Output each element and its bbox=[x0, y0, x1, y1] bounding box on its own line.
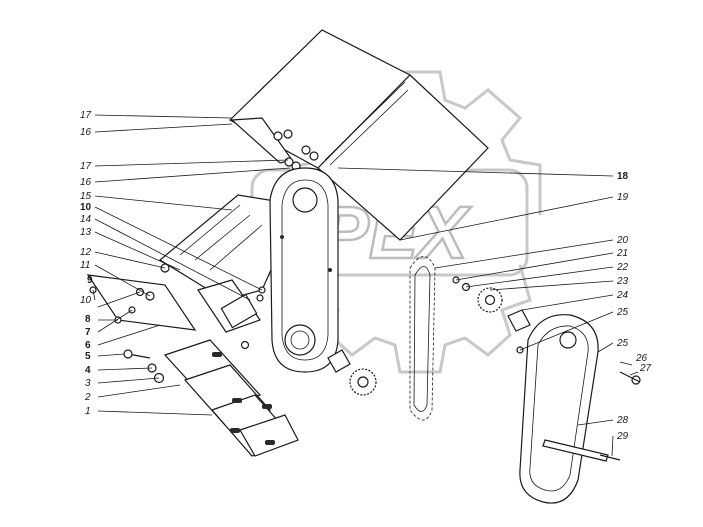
bolt bbox=[256, 294, 264, 302]
callout-18: 18 bbox=[617, 171, 629, 182]
case-hole-bottom bbox=[284, 324, 316, 356]
callout-15: 15 bbox=[80, 191, 92, 202]
callout-17-top: 17 bbox=[80, 110, 92, 121]
callout-7: 7 bbox=[85, 327, 91, 338]
slot bbox=[265, 440, 275, 445]
callout-24: 24 bbox=[616, 290, 629, 301]
right-cover-inner bbox=[529, 325, 589, 492]
callout-9: 9 bbox=[87, 275, 93, 286]
callout-10-top: 10 bbox=[80, 202, 92, 213]
callout-19: 19 bbox=[617, 192, 629, 203]
callout-16-top: 16 bbox=[80, 127, 92, 138]
drive-chain bbox=[409, 256, 436, 421]
bolt bbox=[309, 151, 319, 161]
callout-2: 2 bbox=[84, 392, 91, 403]
plate bbox=[86, 274, 197, 331]
pin-shaft bbox=[619, 371, 641, 383]
callout-23: 23 bbox=[616, 276, 629, 287]
bolt bbox=[273, 131, 283, 141]
chain-loop-outer bbox=[409, 256, 436, 421]
chain-case-right bbox=[516, 314, 641, 504]
callout-21: 21 bbox=[616, 248, 628, 259]
slot bbox=[212, 352, 222, 357]
base-brackets bbox=[163, 339, 299, 457]
callout-3: 3 bbox=[85, 378, 91, 389]
mount-plate bbox=[220, 293, 258, 329]
bolt-head bbox=[123, 349, 133, 359]
callout-8: 8 bbox=[85, 314, 91, 325]
callout-5: 5 bbox=[85, 351, 91, 362]
rod bbox=[542, 439, 609, 462]
case-hole-bottom-inner bbox=[290, 330, 310, 350]
callout-25-mid: 25 bbox=[616, 338, 629, 349]
hood-front-panel bbox=[317, 74, 489, 241]
sprocket-lower-hub bbox=[357, 376, 369, 388]
slot bbox=[262, 404, 272, 409]
rivet bbox=[280, 235, 284, 239]
callout-25-top: 25 bbox=[616, 307, 629, 318]
callout-11: 11 bbox=[80, 260, 90, 271]
callout-4: 4 bbox=[85, 365, 91, 376]
callout-27: 27 bbox=[639, 363, 652, 374]
bushing bbox=[327, 349, 351, 373]
callout-1: 1 bbox=[85, 406, 91, 417]
callout-26: 26 bbox=[635, 353, 648, 364]
callout-16-mid: 16 bbox=[80, 177, 92, 188]
right-cover-body bbox=[519, 314, 599, 504]
sprocket-upper-hub bbox=[484, 294, 496, 306]
chain-case-body bbox=[269, 167, 339, 373]
bracket-foot bbox=[239, 414, 299, 457]
sprockets bbox=[327, 276, 531, 396]
callout-14: 14 bbox=[80, 214, 92, 225]
callout-12: 12 bbox=[80, 247, 92, 258]
chain-loop-inner bbox=[413, 266, 431, 412]
sleeve bbox=[507, 309, 531, 332]
callout-6: 6 bbox=[85, 340, 91, 351]
chute-body bbox=[158, 194, 301, 350]
case-hole-top bbox=[292, 187, 318, 213]
callout-22: 22 bbox=[616, 262, 629, 273]
right-cover-hole bbox=[559, 331, 577, 349]
callout-labels: 17 16 17 16 15 10 14 13 12 11 9 10 8 7 6… bbox=[80, 110, 652, 442]
rod-29 bbox=[599, 454, 621, 461]
callout-17-mid: 17 bbox=[80, 161, 92, 172]
hood-inner-edge bbox=[324, 81, 409, 166]
leader-lines bbox=[92, 114, 639, 457]
callout-20: 20 bbox=[616, 235, 629, 246]
rivet bbox=[328, 268, 332, 272]
callout-10-bottom: 10 bbox=[80, 295, 92, 306]
chute-inner bbox=[179, 204, 263, 271]
chain-case-left bbox=[269, 167, 339, 373]
bolt bbox=[240, 340, 250, 350]
callout-29: 29 bbox=[616, 431, 629, 442]
slot bbox=[230, 428, 240, 433]
callout-28: 28 bbox=[616, 415, 629, 426]
hood-assembly bbox=[229, 29, 489, 241]
chain-case-inner bbox=[281, 179, 329, 361]
bolt bbox=[283, 129, 293, 139]
callout-13: 13 bbox=[80, 227, 92, 238]
slot bbox=[232, 398, 242, 403]
bolt bbox=[301, 145, 311, 155]
